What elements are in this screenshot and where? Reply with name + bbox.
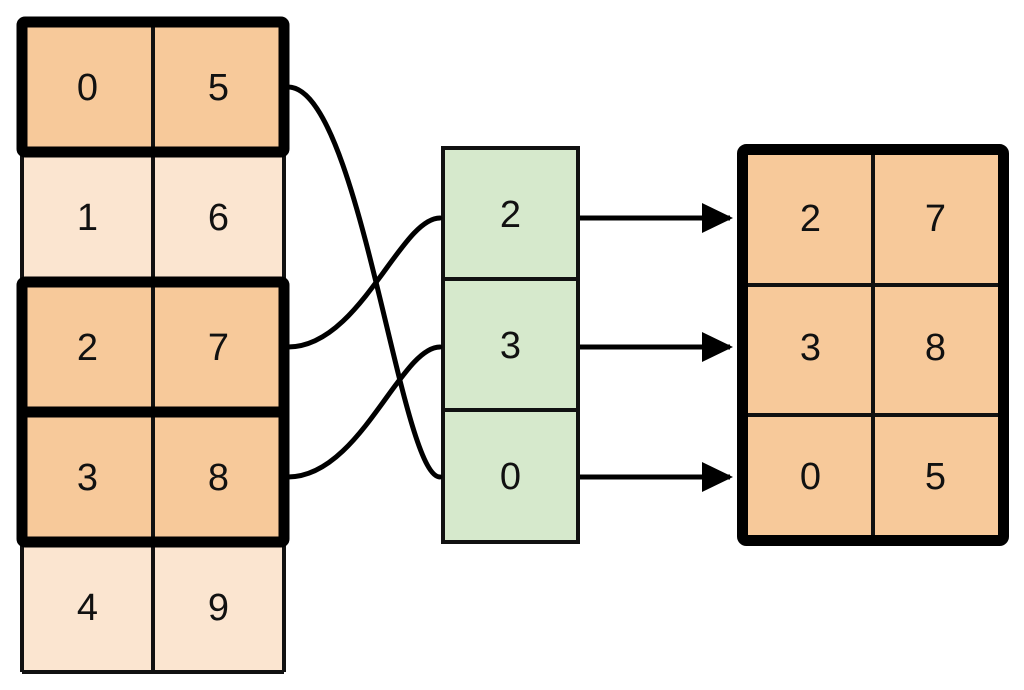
source-array: 0 5 1 6 2 7 3 8 (16, 16, 290, 674)
connector-source-row2-to-index0 (285, 215, 443, 350)
source-cell-0-0[interactable] (22, 22, 153, 152)
source-cell-4-0[interactable] (22, 542, 153, 672)
source-cell-3-1[interactable] (153, 412, 284, 542)
source-cell-label: 6 (208, 197, 229, 239)
result-cell-2-1[interactable] (873, 415, 998, 535)
index-array: 2 3 0 (441, 146, 580, 544)
source-selection-outline-rows2-3 (16, 276, 290, 548)
source-cell-4-1[interactable] (153, 542, 284, 672)
arrow-group (580, 203, 734, 492)
result-cell-label: 2 (800, 198, 821, 240)
result-cell-label: 8 (925, 327, 946, 369)
index-grid (441, 146, 580, 544)
result-cell-1-1[interactable] (873, 285, 998, 415)
index-cell-label: 0 (500, 456, 521, 498)
source-row-4[interactable]: 4 9 (22, 542, 284, 672)
source-cell-label: 1 (77, 197, 98, 239)
source-cell-label: 7 (208, 327, 229, 369)
source-row-1[interactable]: 1 6 (22, 152, 284, 282)
connector-source-row3-to-index1 (285, 344, 443, 480)
result-cell-label: 5 (925, 456, 946, 498)
source-cell-label: 8 (208, 457, 229, 499)
source-cell-label: 9 (208, 587, 229, 629)
result-cell-label: 3 (800, 327, 821, 369)
result-outline (737, 144, 1009, 546)
result-cell-0-0[interactable] (748, 155, 873, 285)
source-cell-label: 2 (77, 327, 98, 369)
index-cell-2[interactable] (443, 410, 578, 542)
connector-source-row0-to-index2 (285, 84, 443, 480)
result-grid (748, 155, 998, 535)
index-cell-0[interactable] (443, 148, 578, 279)
source-row-0[interactable]: 0 5 (22, 22, 284, 152)
result-cell-0-1[interactable] (873, 155, 998, 285)
source-row-3[interactable]: 3 8 (22, 412, 284, 542)
source-cell-2-1[interactable] (153, 282, 284, 412)
result-cell-label: 0 (800, 456, 821, 498)
source-cell-label: 0 (77, 67, 98, 109)
source-row-2[interactable]: 2 7 (22, 282, 284, 412)
connector-group (285, 84, 443, 480)
result-cell-1-0[interactable] (748, 285, 873, 415)
source-cell-0-1[interactable] (153, 22, 284, 152)
index-cell-label: 2 (500, 194, 521, 236)
source-cell-3-0[interactable] (22, 412, 153, 542)
source-cell-label: 5 (208, 67, 229, 109)
source-selection-outline-row0 (16, 16, 290, 158)
source-cell-label: 4 (77, 587, 98, 629)
source-cell-2-0[interactable] (22, 282, 153, 412)
result-array: 2 7 3 8 0 5 (737, 144, 1009, 546)
index-cell-1[interactable] (443, 279, 578, 410)
result-cell-label: 7 (925, 198, 946, 240)
source-cell-1-0[interactable] (22, 152, 153, 282)
source-cell-1-1[interactable] (153, 152, 284, 282)
index-cell-label: 3 (500, 325, 521, 367)
result-cell-2-0[interactable] (748, 415, 873, 535)
source-cell-label: 3 (77, 457, 98, 499)
